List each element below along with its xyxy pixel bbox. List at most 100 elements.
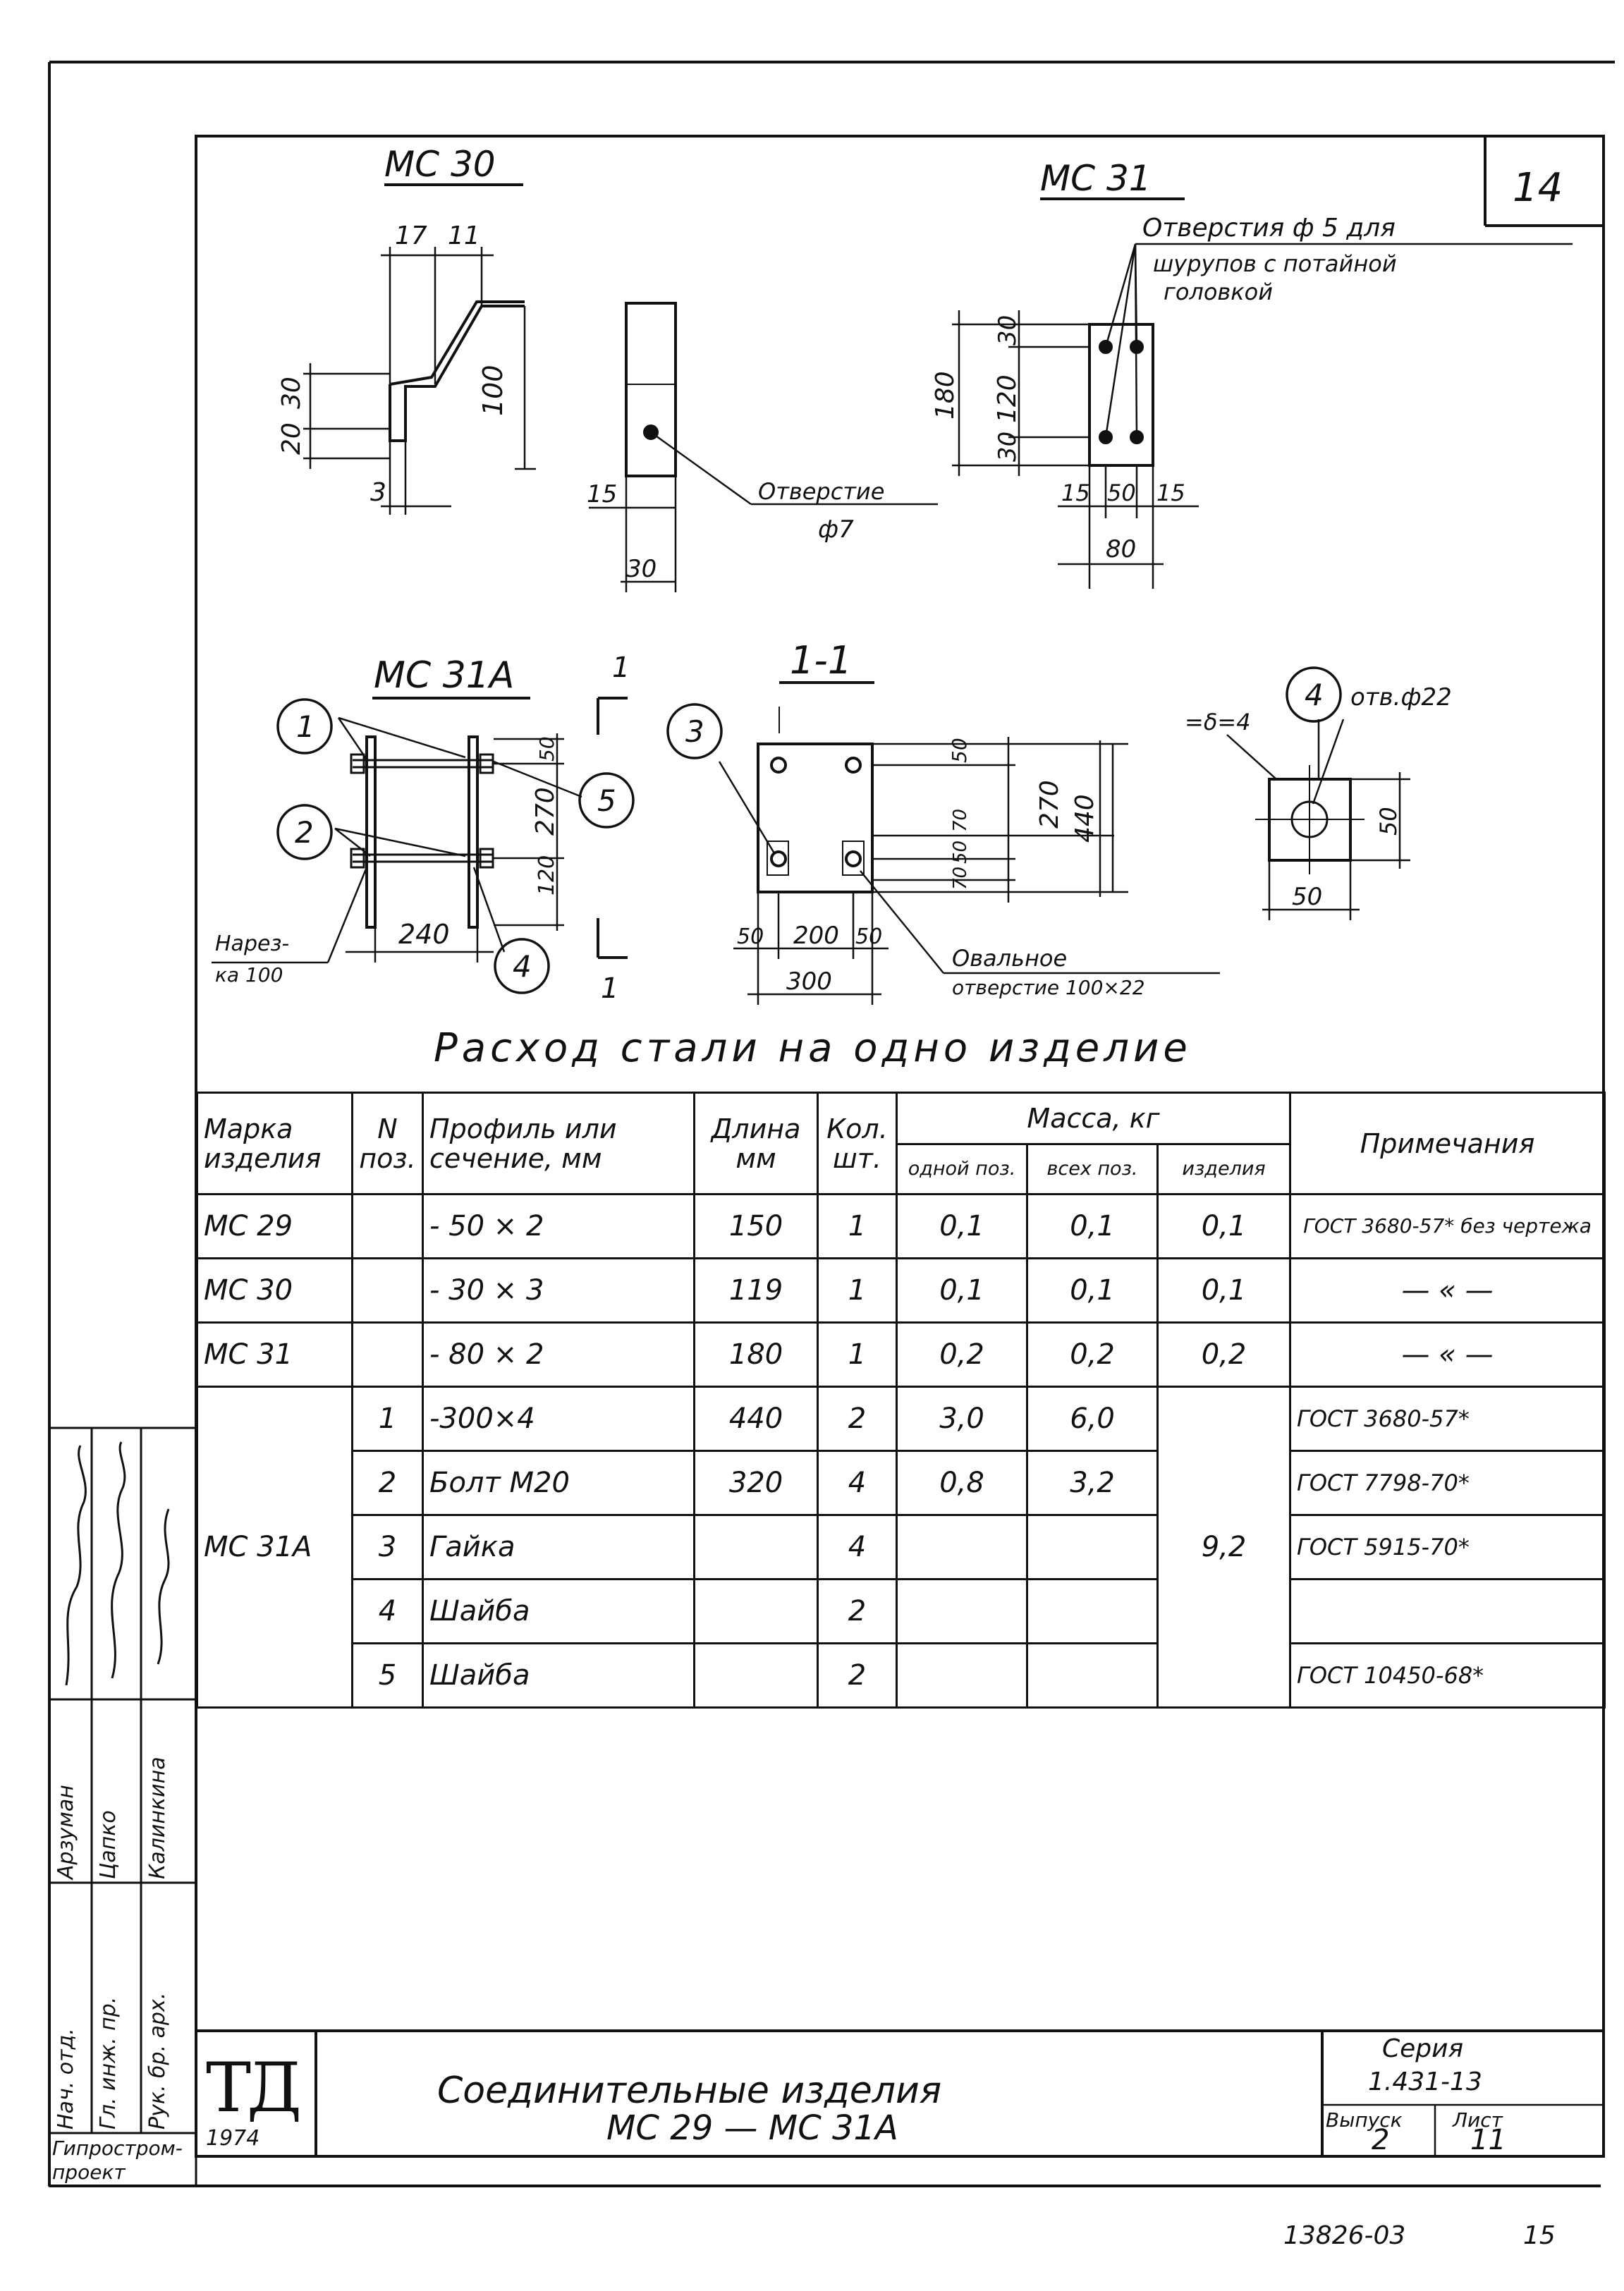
tb-issue-label: Выпуск (1326, 2108, 1403, 2132)
thread-note-1: Нарез- (215, 931, 289, 956)
row-qty: 4 (817, 1514, 898, 1580)
stamp-name-1: Арзуман (54, 1785, 78, 1879)
row-profile: - 50 × 2 (422, 1193, 695, 1259)
stamp-name-2: Цапко (96, 1810, 121, 1879)
row-pos: 1 (351, 1386, 424, 1452)
mc31-note-2: шурупов с потайной (1153, 250, 1397, 277)
row-note (1289, 1578, 1606, 1644)
mc30-hole-dia: ф7 (818, 515, 854, 544)
tb-year: 1974 (206, 2126, 260, 2151)
row-mass-all (1026, 1514, 1159, 1580)
row-note: ГОСТ 5915-70* (1289, 1514, 1606, 1580)
row-mass-all (1026, 1642, 1159, 1709)
row-qty: 1 (817, 1193, 898, 1259)
row-length: 150 (693, 1193, 819, 1259)
archive-number: 13826-03 (1283, 2221, 1406, 2250)
mc31-dim-50: 50 (1107, 479, 1136, 506)
row-pos (351, 1321, 424, 1388)
stamp-role-2: Гл. инж. пр. (96, 1996, 121, 2130)
table-row: МС 29 - 50 × 2 150 1 0,1 0,1 0,1 ГОСТ 36… (196, 1193, 1606, 1259)
row-mark: МС 31 (196, 1321, 353, 1388)
row-mass-all: 0,1 (1026, 1193, 1159, 1259)
header-mass: Масса, кг (895, 1092, 1292, 1145)
mc30-dim-3: 3 (370, 478, 386, 507)
row-mass-one (896, 1642, 1028, 1709)
table-row: 5 Шайба 2 ГОСТ 10450-68* (197, 1642, 1606, 1709)
row-profile: Гайка (422, 1514, 695, 1580)
row-mass-one (896, 1514, 1028, 1580)
row-mass-all: 0,2 (1026, 1321, 1159, 1388)
section-mark-top: 1 (612, 652, 630, 684)
tb-issue-value: 2 (1372, 2124, 1390, 2156)
row-qty: 2 (817, 1386, 898, 1452)
header-profile: Профиль или сечение, мм (422, 1092, 695, 1195)
table-row: 3 Гайка 4 ГОСТ 5915-70* (197, 1514, 1606, 1580)
row-mark: МС 29 (196, 1193, 353, 1259)
mc31-title: МС 31 (1040, 158, 1152, 199)
row-profile: Шайба (422, 1578, 695, 1644)
row-pos: 5 (351, 1642, 424, 1709)
row-profile: - 30 × 3 (422, 1257, 695, 1324)
section-dim-300: 300 (786, 967, 832, 996)
tb-title-1: Соединительные изделия (437, 2070, 942, 2112)
steel-consumption-table: Марка изделия N поз. Профиль или сечение… (196, 1092, 1606, 1709)
mc30-dim-20: 20 (277, 422, 306, 455)
row-mass-all (1026, 1578, 1159, 1644)
view-washer (1226, 719, 1410, 920)
mc31-dim-15b: 15 (1156, 479, 1185, 506)
row-length: 180 (693, 1321, 819, 1388)
view-mc31a (212, 697, 628, 964)
header-row: Марка изделия N поз. Профиль или сечение… (196, 1092, 1606, 1195)
header-mass-all: всех поз. (1026, 1143, 1159, 1195)
callout-5: 5 (597, 783, 616, 818)
title-block-grid (196, 2029, 1604, 2156)
row-mass-one: 0,1 (896, 1193, 1028, 1259)
row-note: ГОСТ 3680-57* (1289, 1386, 1606, 1452)
row-note: — « — (1289, 1257, 1606, 1324)
row-profile: - 80 × 2 (422, 1321, 695, 1388)
row-qty: 1 (817, 1321, 898, 1388)
row-length (693, 1642, 819, 1709)
header-pos: N поз. (351, 1092, 424, 1195)
mc31a-title: МС 31А (374, 654, 514, 697)
side-stamp-grid (48, 1426, 197, 2187)
mc30-dim-11: 11 (448, 221, 480, 250)
mc30-dim-100: 100 (477, 365, 508, 416)
row-length (693, 1578, 819, 1644)
mc31-dim-15a: 15 (1061, 479, 1090, 506)
row-profile: Шайба (422, 1642, 695, 1709)
tb-series-value: 1.431-13 (1368, 2067, 1482, 2096)
section-mark-bottom: 1 (601, 972, 618, 1005)
row-mass-item: 0,2 (1156, 1321, 1292, 1388)
view-mc31 (952, 197, 1573, 589)
tb-title-2: МС 29 — МС 31А (606, 2108, 898, 2148)
callout-3: 3 (685, 714, 704, 749)
row-mass-one: 0,8 (896, 1450, 1028, 1516)
row-qty: 4 (817, 1450, 898, 1516)
washer-dim-50b: 50 (1292, 883, 1322, 911)
row-pos: 2 (351, 1450, 424, 1516)
section-dim-50c: 50 (737, 924, 764, 949)
row-qty: 2 (817, 1578, 898, 1644)
section-dim-270: 270 (1035, 780, 1064, 829)
stamp-org-2: проект (52, 2161, 126, 2184)
callout-2: 2 (295, 815, 314, 850)
mc31-note-3: головкой (1164, 279, 1273, 305)
mc31-dim-80: 80 (1106, 535, 1136, 563)
header-mass-one: одной поз. (896, 1143, 1028, 1195)
header-qty: Кол. шт. (817, 1092, 898, 1195)
row-length: 440 (693, 1386, 819, 1452)
oval-note-1: Овальное (952, 945, 1067, 972)
callout-4: 4 (513, 949, 532, 984)
mc31-dim-30: 30 (994, 315, 1022, 346)
stamp-signatures (65, 1441, 170, 1686)
row-mark: МС 30 (196, 1257, 353, 1324)
mc31-dim-180: 180 (931, 371, 960, 420)
tb-sheet-label: Лист (1453, 2108, 1503, 2132)
header-mass-item: изделия (1156, 1143, 1292, 1195)
mc31-dim-120: 120 (993, 374, 1022, 423)
mc30-dim-17: 17 (395, 221, 427, 250)
section-dim-50b: 50 (950, 841, 971, 864)
mc31a-dim-50: 50 (535, 736, 558, 762)
